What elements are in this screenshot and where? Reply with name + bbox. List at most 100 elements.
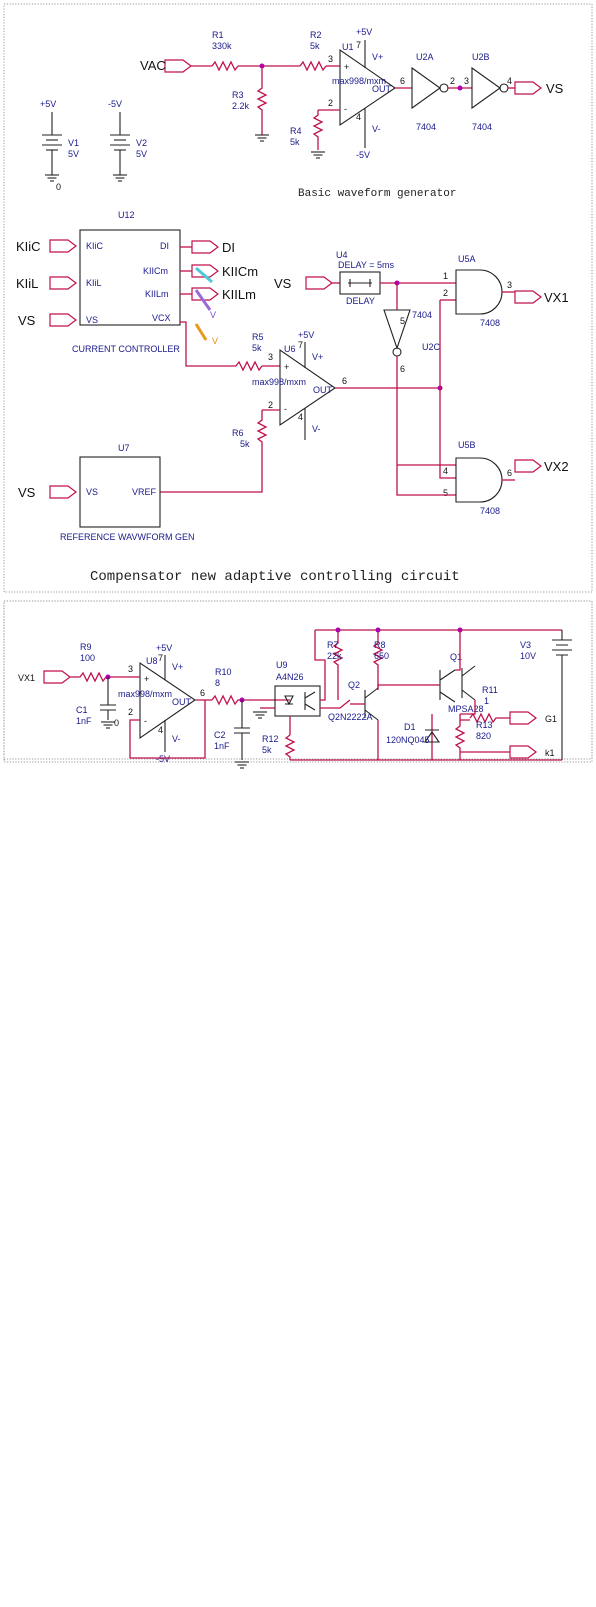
r1-value: 330k	[212, 41, 232, 51]
svg-text:0: 0	[56, 182, 61, 192]
u1-vplus: V+	[372, 52, 383, 62]
svg-text:Q1: Q1	[450, 652, 462, 662]
u2a-type: 7404	[416, 122, 436, 132]
svg-text:R12: R12	[262, 734, 279, 744]
cc-title: CURRENT CONTROLLER	[72, 344, 180, 354]
svg-text:4: 4	[356, 112, 361, 122]
svg-text:A4N26: A4N26	[276, 672, 304, 682]
svg-text:U5A: U5A	[458, 254, 476, 264]
r2-label: R2	[310, 30, 322, 40]
svg-text:V+: V+	[172, 662, 183, 672]
in-vs: VS	[18, 313, 36, 328]
u2a-label: U2A	[416, 52, 434, 62]
u1-vminus: V-	[372, 124, 381, 134]
out-kiilm: KIILm	[222, 287, 256, 302]
svg-text:10V: 10V	[520, 651, 536, 661]
u2b-type: 7404	[472, 122, 492, 132]
svg-text:R6: R6	[232, 428, 244, 438]
svg-text:4: 4	[158, 725, 163, 735]
svg-text:Q2N2222A: Q2N2222A	[328, 712, 373, 722]
svg-text:6: 6	[400, 76, 405, 86]
svg-text:3: 3	[128, 664, 133, 674]
r4-value: 5k	[290, 137, 300, 147]
panel-basic-generator	[3, 3, 593, 593]
svg-text:5k: 5k	[252, 343, 262, 353]
v1-plus: +5V	[40, 99, 56, 109]
svg-text:U8: U8	[146, 656, 158, 666]
svg-text:U5B: U5B	[458, 440, 476, 450]
svg-text:2: 2	[443, 288, 448, 298]
svg-text:-: -	[344, 104, 347, 114]
svg-text:V-: V-	[312, 424, 321, 434]
svg-text:2: 2	[268, 400, 273, 410]
svg-text:U4: U4	[336, 250, 348, 260]
r1-label: R1	[212, 30, 224, 40]
svg-text:DELAY = 5ms: DELAY = 5ms	[338, 260, 394, 270]
svg-text:7: 7	[298, 340, 303, 350]
svg-text:V3: V3	[520, 640, 531, 650]
svg-text:5V: 5V	[136, 149, 147, 159]
svg-text:1nF: 1nF	[76, 716, 92, 726]
svg-text:5V: 5V	[68, 149, 79, 159]
svg-text:+: +	[284, 362, 289, 372]
svg-text:4: 4	[507, 76, 512, 86]
svg-text:DELAY: DELAY	[346, 296, 375, 306]
u2b-label: U2B	[472, 52, 490, 62]
svg-text:V: V	[210, 310, 216, 320]
r3-value: 2.2k	[232, 101, 250, 111]
r4-label: R4	[290, 126, 302, 136]
panel-tcr	[3, 600, 593, 763]
svg-text:Q2: Q2	[348, 680, 360, 690]
svg-text:R10: R10	[215, 667, 232, 677]
refgen-title: REFERENCE WAVWFORM GEN	[60, 532, 195, 542]
out-kiicm: KIICm	[222, 264, 258, 279]
u12-label: U12	[118, 210, 135, 220]
u1-out: OUT	[372, 84, 392, 94]
svg-text:6: 6	[342, 376, 347, 386]
svg-text:R8: R8	[374, 640, 386, 650]
svg-text:2: 2	[450, 76, 455, 86]
svg-text:4: 4	[443, 466, 448, 476]
svg-text:1nF: 1nF	[214, 741, 230, 751]
svg-text:V+: V+	[312, 352, 323, 362]
caption-basic: Basic waveform generator	[298, 188, 456, 200]
out-di: DI	[222, 240, 235, 255]
svg-text:C2: C2	[214, 730, 226, 740]
svg-text:R9: R9	[80, 642, 92, 652]
svg-text:3: 3	[268, 352, 273, 362]
svg-text:22k: 22k	[327, 651, 342, 661]
compensator-controller: U12 KIiC KIiL VS KIiC KIiL VS DI KIICm K…	[16, 210, 569, 585]
tcr-driving-circuit: VX1 R9 100 C1 1nF 0 U8 + - max998/mxm OU…	[18, 627, 572, 769]
svg-text:VS: VS	[86, 315, 98, 325]
svg-text:6: 6	[400, 364, 405, 374]
svg-text:100: 100	[80, 653, 95, 663]
svg-text:4: 4	[298, 412, 303, 422]
u1-minus5v: -5V	[356, 150, 370, 160]
svg-text:U9: U9	[276, 660, 288, 670]
svg-text:C1: C1	[76, 705, 88, 715]
svg-text:5k: 5k	[262, 745, 272, 755]
svg-text:6: 6	[200, 688, 205, 698]
svg-text:-5V: -5V	[108, 99, 122, 109]
svg-text:max998/mxm: max998/mxm	[252, 377, 306, 387]
svg-text:+: +	[144, 674, 149, 684]
svg-text:7404: 7404	[412, 310, 432, 320]
svg-text:KIiL: KIiL	[86, 278, 102, 288]
svg-text:7: 7	[356, 40, 361, 50]
svg-text:-5V: -5V	[156, 754, 170, 764]
svg-text:DI: DI	[160, 241, 169, 251]
svg-text:VCX: VCX	[152, 313, 171, 323]
r2-value: 5k	[310, 41, 320, 51]
svg-text:D1: D1	[404, 722, 416, 732]
svg-text:KIILm: KIILm	[145, 289, 169, 299]
svg-text:R5: R5	[252, 332, 264, 342]
svg-text:5: 5	[400, 316, 405, 326]
svg-text:+5V: +5V	[298, 330, 314, 340]
svg-text:-: -	[144, 716, 147, 726]
svg-text:VS: VS	[274, 276, 292, 291]
svg-text:7: 7	[158, 653, 163, 663]
label-vs: VS	[546, 81, 564, 96]
svg-text:+: +	[344, 62, 349, 72]
svg-text:1: 1	[443, 271, 448, 281]
